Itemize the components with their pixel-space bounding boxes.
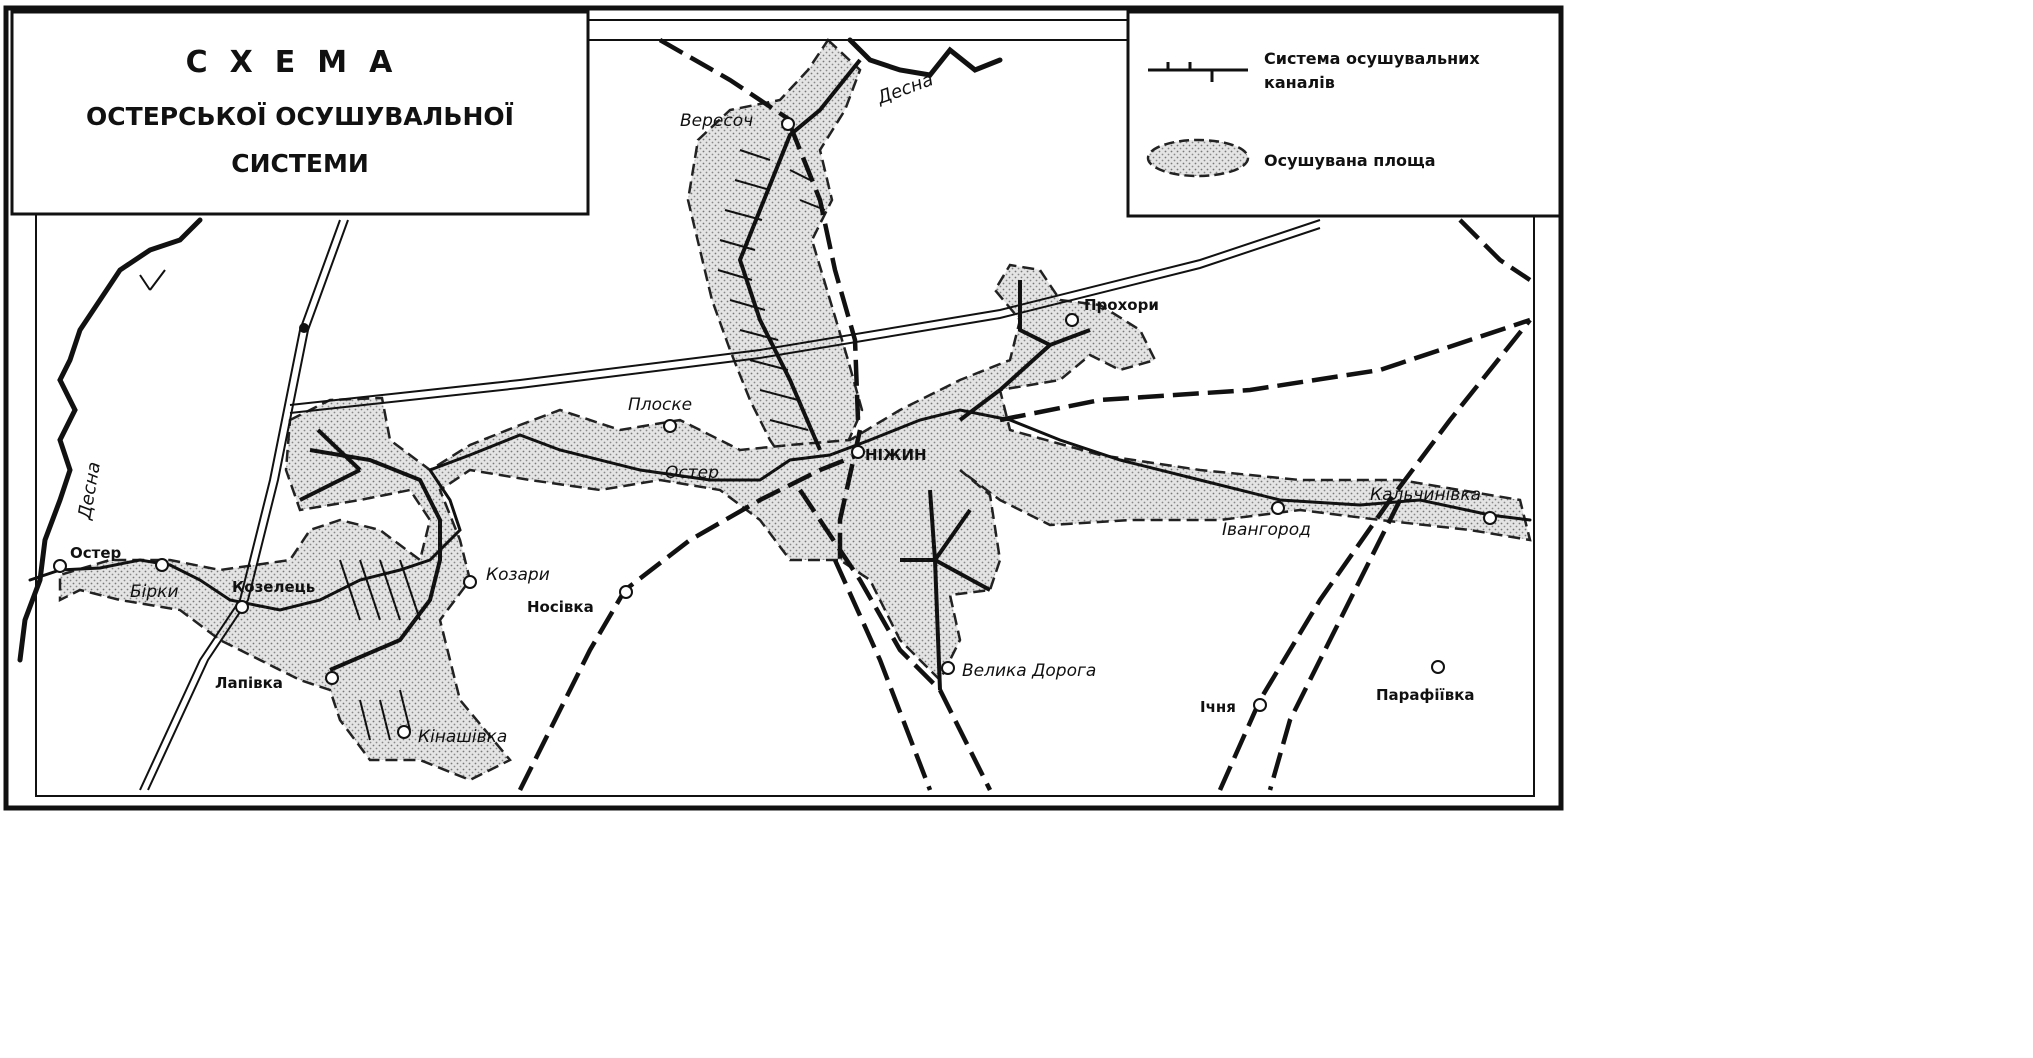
canal-west (309, 448, 442, 672)
label-ploske: Плоске (628, 395, 692, 415)
road-east-2 (1267, 498, 1403, 791)
river-desna-north (847, 37, 1003, 78)
title-line2: ОСТЕРСЬКОЇ ОСУШУВАЛЬНОЇ (86, 101, 514, 131)
dot-ivangorod (1271, 501, 1285, 515)
dot-birky (155, 558, 169, 572)
canal-vdoroga-br2 (934, 558, 991, 592)
label-parafiivka: Парафіївка (1376, 686, 1475, 704)
dot-nizhyn (851, 445, 865, 459)
railway-kozelets-n (139, 219, 341, 791)
label-oster-river: Остер (665, 463, 719, 483)
railway-kozelets-n2 (147, 219, 349, 791)
road-ne (1458, 218, 1532, 282)
road-vdoroga-south (832, 559, 933, 791)
inner-frame (35, 19, 1535, 797)
river-oster (28, 408, 1532, 612)
legend-canal-symbol (1148, 62, 1248, 82)
label-oster-town: Остер (70, 544, 122, 562)
dot-velyka-doroga (941, 661, 955, 675)
railway-east-1 (289, 219, 1321, 406)
drained-areas (58, 38, 1532, 782)
label-velyka-doroga: Велика Дорога (962, 661, 1096, 681)
label-lanivka: Лапівка (215, 674, 283, 692)
railway-east-2 (289, 227, 1321, 414)
dot-nosivka (619, 585, 633, 599)
dot-ploske (663, 419, 677, 433)
canal-ticks (339, 149, 826, 741)
dot-ichnia (1253, 698, 1267, 712)
label-nosivka: Носівка (527, 598, 594, 616)
road-veresoch-west (658, 38, 792, 122)
river-flow-arrow (139, 269, 166, 291)
title-line3: СИСТЕМИ (231, 149, 369, 178)
dot-veresoch (781, 117, 795, 131)
label-nizhyn: НІЖИН (865, 446, 927, 464)
dot-prokhory (1065, 313, 1079, 327)
dot-kozelets (235, 600, 249, 614)
road-nizhyn-north (837, 429, 863, 560)
canal-west-br2 (299, 468, 361, 502)
road-veresoch-nizhyn (787, 124, 861, 421)
area-main (58, 263, 1532, 782)
label-ichnia: Ічня (1200, 698, 1236, 716)
railway-junction (299, 323, 309, 333)
canal-prokhory (1018, 280, 1091, 348)
label-kalchynivka: Кальчинівка (1370, 485, 1481, 505)
label-ivangorod: Івангород (1222, 520, 1311, 540)
label-prokhory: Прохори (1084, 296, 1159, 314)
label-birky: Бірки (130, 582, 179, 602)
river-desna-west (17, 217, 203, 663)
railways (139, 219, 1321, 791)
roads (517, 38, 1532, 792)
settlements (53, 117, 1497, 739)
title-box: СХЕМА ОСТЕРСЬКОЇ ОСУШУВАЛЬНОЇ СИСТЕМИ (10, 10, 590, 216)
label-veresoch: Вересоч (680, 111, 753, 131)
legend-canals-line2: каналів (1264, 73, 1335, 92)
canal-west-br1 (316, 428, 362, 472)
road-nizhyn-vdoroga (798, 488, 993, 792)
dot-kozary (463, 575, 477, 589)
map-canvas: Вересоч Прохори Плоске Остер НІЖИН Кальч… (3, 5, 1564, 811)
dot-kalchynivka (1483, 511, 1497, 525)
label-kinashivka: Кінашівка (418, 727, 507, 747)
rivers (17, 37, 1532, 663)
legend-area-symbol (1146, 138, 1250, 178)
dot-oster-town (53, 559, 67, 573)
road-nosivka (517, 452, 859, 792)
canal-prokhory-2 (958, 343, 1052, 422)
legend-canals-line1: Система осушувальних (1264, 49, 1480, 68)
dot-kinashivka (397, 725, 411, 739)
dot-parafiivka (1431, 660, 1445, 674)
legend-area-label: Осушувана площа (1264, 151, 1436, 170)
dot-lanivka (325, 671, 339, 685)
label-kozary: Козари (486, 565, 550, 585)
road-east-1 (999, 317, 1531, 423)
label-kozelets: Козелець (232, 578, 315, 596)
legend-box: Система осушувальних каналів Осушувана п… (1126, 10, 1562, 218)
road-ichnia (1217, 318, 1532, 791)
title-line1: СХЕМА (186, 45, 415, 80)
